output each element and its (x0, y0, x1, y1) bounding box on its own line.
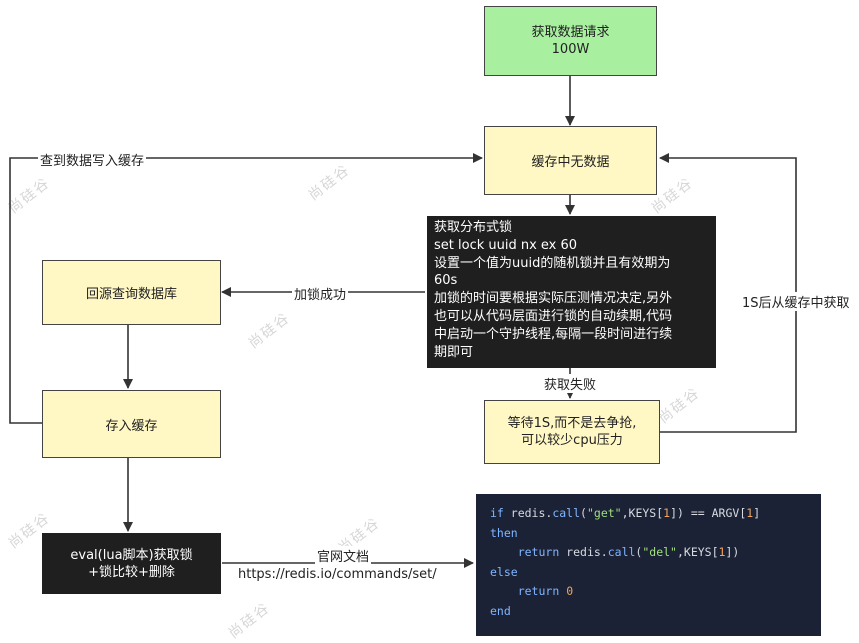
request-node: 获取数据请求 100W (484, 6, 657, 76)
lock-line: 也可以从代码层面进行锁的自动续期,代码 (434, 308, 673, 324)
docs-title-label: 官网文档 (315, 546, 372, 565)
lock-line: set lock uuid nx ex 60 (434, 237, 578, 253)
lock-line: 中启动一个守护线程,每隔一段时间进行续 (434, 326, 673, 342)
code-line: end (490, 603, 511, 618)
lock-line: 期即可 (434, 344, 474, 360)
wait-node-line: 可以较少cpu压力 (521, 433, 623, 448)
code-line: else (490, 564, 518, 579)
lock-success-label: 加锁成功 (292, 284, 349, 303)
query-db-node: 回源查询数据库 (42, 260, 221, 325)
write-cache-label: 查到数据写入缓存 (38, 150, 147, 169)
lock-fail-label: 获取失败 (542, 374, 599, 393)
edge-save-to-nocache (9, 153, 483, 424)
code-line: then (490, 525, 518, 540)
code-line: return redis.call("del",KEYS[1]) (517, 545, 740, 559)
eval-node-line: +锁比较+删除 (88, 564, 175, 580)
code-line: if redis.call("get",KEYS[1]) == ARGV[1] (490, 506, 761, 520)
request-node-count: 100W (551, 42, 590, 57)
save-cache-node-label: 存入缓存 (105, 418, 158, 434)
eval-node: eval(lua脚本)获取锁+锁比较+删除 (42, 533, 221, 594)
no-cache-node: 缓存中无数据 (484, 126, 657, 195)
no-cache-node-label: 缓存中无数据 (531, 155, 610, 170)
request-node-title: 获取数据请求 (531, 25, 610, 40)
query-db-node-label: 回源查询数据库 (85, 287, 177, 302)
lock-line: 设置一个值为uuid的随机锁并且有效期为 (434, 255, 671, 271)
lua-code-block: if redis.call("get",KEYS[1]) == ARGV[1] … (476, 494, 821, 636)
retry-label: 1S后从缓存中获取 (740, 292, 852, 311)
wait-node-line: 等待1S,而不是去争抢, (507, 416, 637, 431)
lock-node: 获取分布式锁 set lock uuid nx ex 60 设置一个值为uuid… (427, 216, 716, 368)
eval-node-line: eval(lua脚本)获取锁 (70, 547, 193, 563)
lock-line: 加锁的时间要根据实际压测情况决定,另外 (434, 291, 673, 307)
lock-node-text: 获取分布式锁 set lock uuid nx ex 60 设置一个值为uuid… (434, 219, 672, 361)
wait-node: 等待1S,而不是去争抢, 可以较少cpu压力 (484, 400, 660, 464)
code-line: return 0 (517, 584, 574, 598)
docs-url-link[interactable]: https://redis.io/commands/set/ (236, 567, 439, 582)
lock-line: 获取分布式锁 (434, 220, 513, 235)
save-cache-node: 存入缓存 (42, 390, 221, 458)
lock-line: 60s (434, 273, 458, 289)
